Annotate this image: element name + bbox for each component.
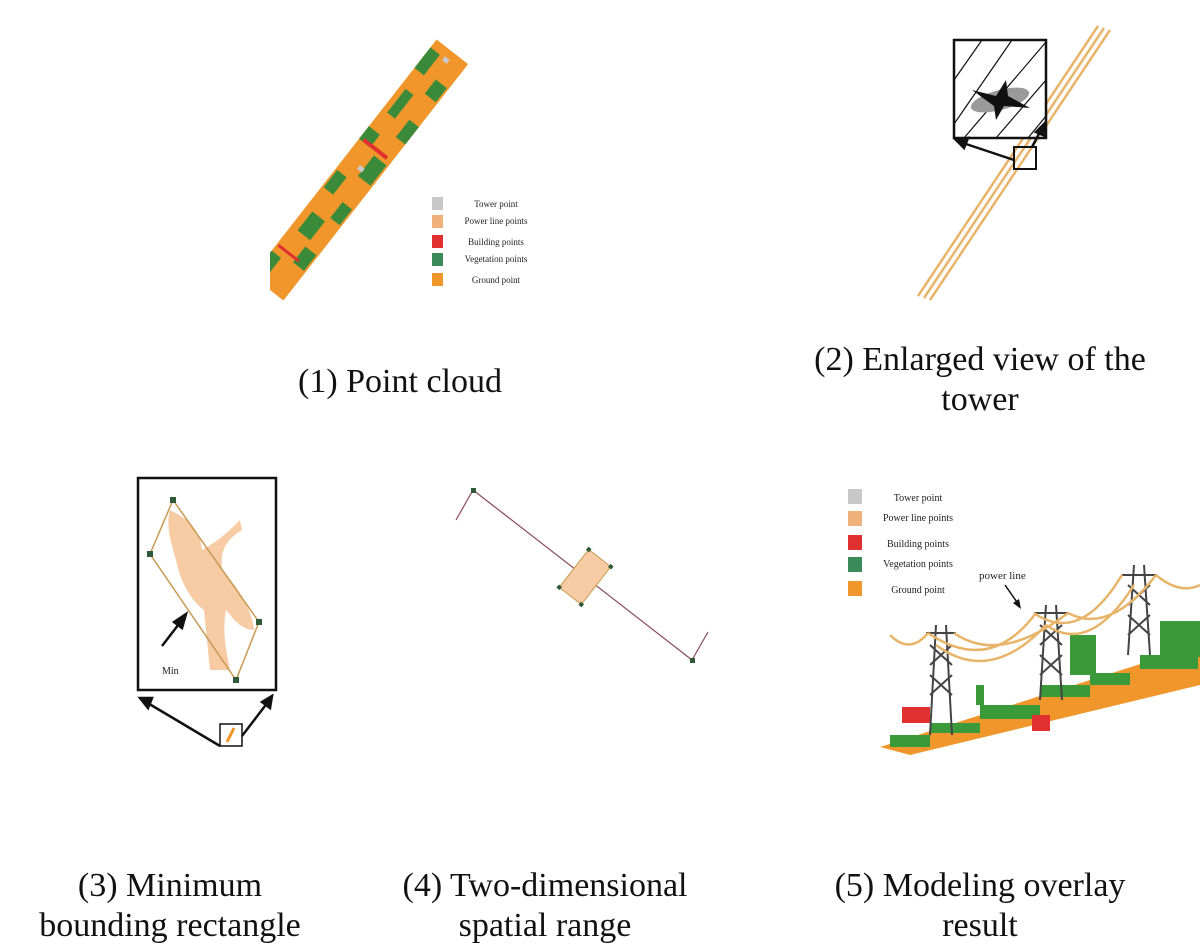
tower-shape (970, 80, 1030, 120)
legend-swatch-vegetation (432, 253, 443, 266)
legend-label-building: Building points (468, 237, 524, 247)
legend-label-building: Building points (887, 539, 949, 550)
legend-swatch-ground (432, 273, 443, 286)
powerline-arrow-head (1013, 599, 1021, 609)
powerline-annotation: power line (975, 565, 1065, 615)
panel-min-bounding-rect: Min (130, 470, 290, 760)
legend-panel-1: Tower point Power line points Building p… (428, 195, 568, 305)
legend-swatch-building (848, 535, 862, 550)
powerline-label: power line (979, 570, 1026, 582)
power-line-cables (889, 574, 1200, 663)
tower-patches (357, 56, 450, 173)
min-label: Min (162, 666, 179, 677)
legend-label-powerline: Power line points (883, 513, 953, 524)
legend-swatch-building (432, 235, 443, 248)
vegetation-blobs (890, 621, 1200, 747)
zoom-box (952, 38, 1048, 140)
building-patches (277, 138, 389, 263)
caption-line-2: tower (941, 381, 1019, 418)
mbr-locator-mark (225, 727, 236, 743)
overlay-scene (870, 555, 1200, 755)
caption-point-cloud: (1) Point cloud (230, 362, 570, 402)
range-end-right (691, 631, 709, 661)
legend-swatch-ground (848, 581, 862, 596)
caption-line-1: (2) Enlarged view of the (814, 341, 1146, 378)
zoom-arrows (953, 121, 1047, 162)
caption-text: (1) Point cloud (298, 363, 502, 400)
vegetation-patches (260, 47, 447, 273)
caption-line-2: result (942, 907, 1018, 944)
caption-min-bounding-rect: (3) Minimum bounding rectangle (20, 866, 320, 946)
range-end-left (455, 489, 474, 521)
caption-line-2: bounding rectangle (39, 907, 301, 944)
legend-swatch-powerline (848, 511, 862, 526)
caption-overlay-result: (5) Modeling overlay result (780, 866, 1180, 946)
caption-line-2: spatial range (458, 907, 632, 944)
panel-enlarged-tower (900, 20, 1180, 310)
legend-label-vegetation: Vegetation points (465, 254, 528, 264)
transmission-towers (926, 564, 1156, 736)
legend-swatch-vegetation (848, 557, 862, 572)
panel-overlay-result: Tower point Power line points Building p… (845, 485, 995, 600)
caption-line-1: (4) Two-dimensional (402, 867, 688, 904)
mbr-tower-shape (168, 510, 254, 670)
range-tower-box (556, 546, 614, 608)
mbr-zoom-arrows (137, 693, 274, 748)
range-vertex (471, 488, 476, 493)
caption-spatial-range: (4) Two-dimensional spatial range (360, 866, 730, 946)
tower-locator-box (1013, 146, 1037, 170)
mbr-vertices (147, 497, 262, 683)
legend-label-vegetation: Vegetation points (883, 559, 953, 570)
caption-line-1: (3) Minimum (77, 867, 263, 904)
caption-enlarged-tower: (2) Enlarged view of the tower (780, 340, 1180, 420)
range-vertex (690, 658, 695, 663)
legend-label-tower: Tower point (474, 199, 518, 209)
legend-label-ground: Ground point (472, 275, 521, 285)
point-cloud-figure (251, 39, 469, 301)
building-blobs (902, 707, 1050, 731)
legend-swatch-tower (848, 489, 862, 504)
legend-swatch-powerline (432, 215, 443, 228)
panel-point-cloud (251, 20, 570, 310)
legend-swatch-tower (432, 197, 443, 210)
legend-label-powerline: Power line points (465, 216, 528, 226)
min-arrow (161, 611, 189, 647)
panel-spatial-range (440, 480, 720, 680)
legend-label-tower: Tower point (894, 493, 943, 504)
caption-line-1: (5) Modeling overlay (834, 867, 1126, 904)
legend-label-ground: Ground point (891, 585, 945, 596)
